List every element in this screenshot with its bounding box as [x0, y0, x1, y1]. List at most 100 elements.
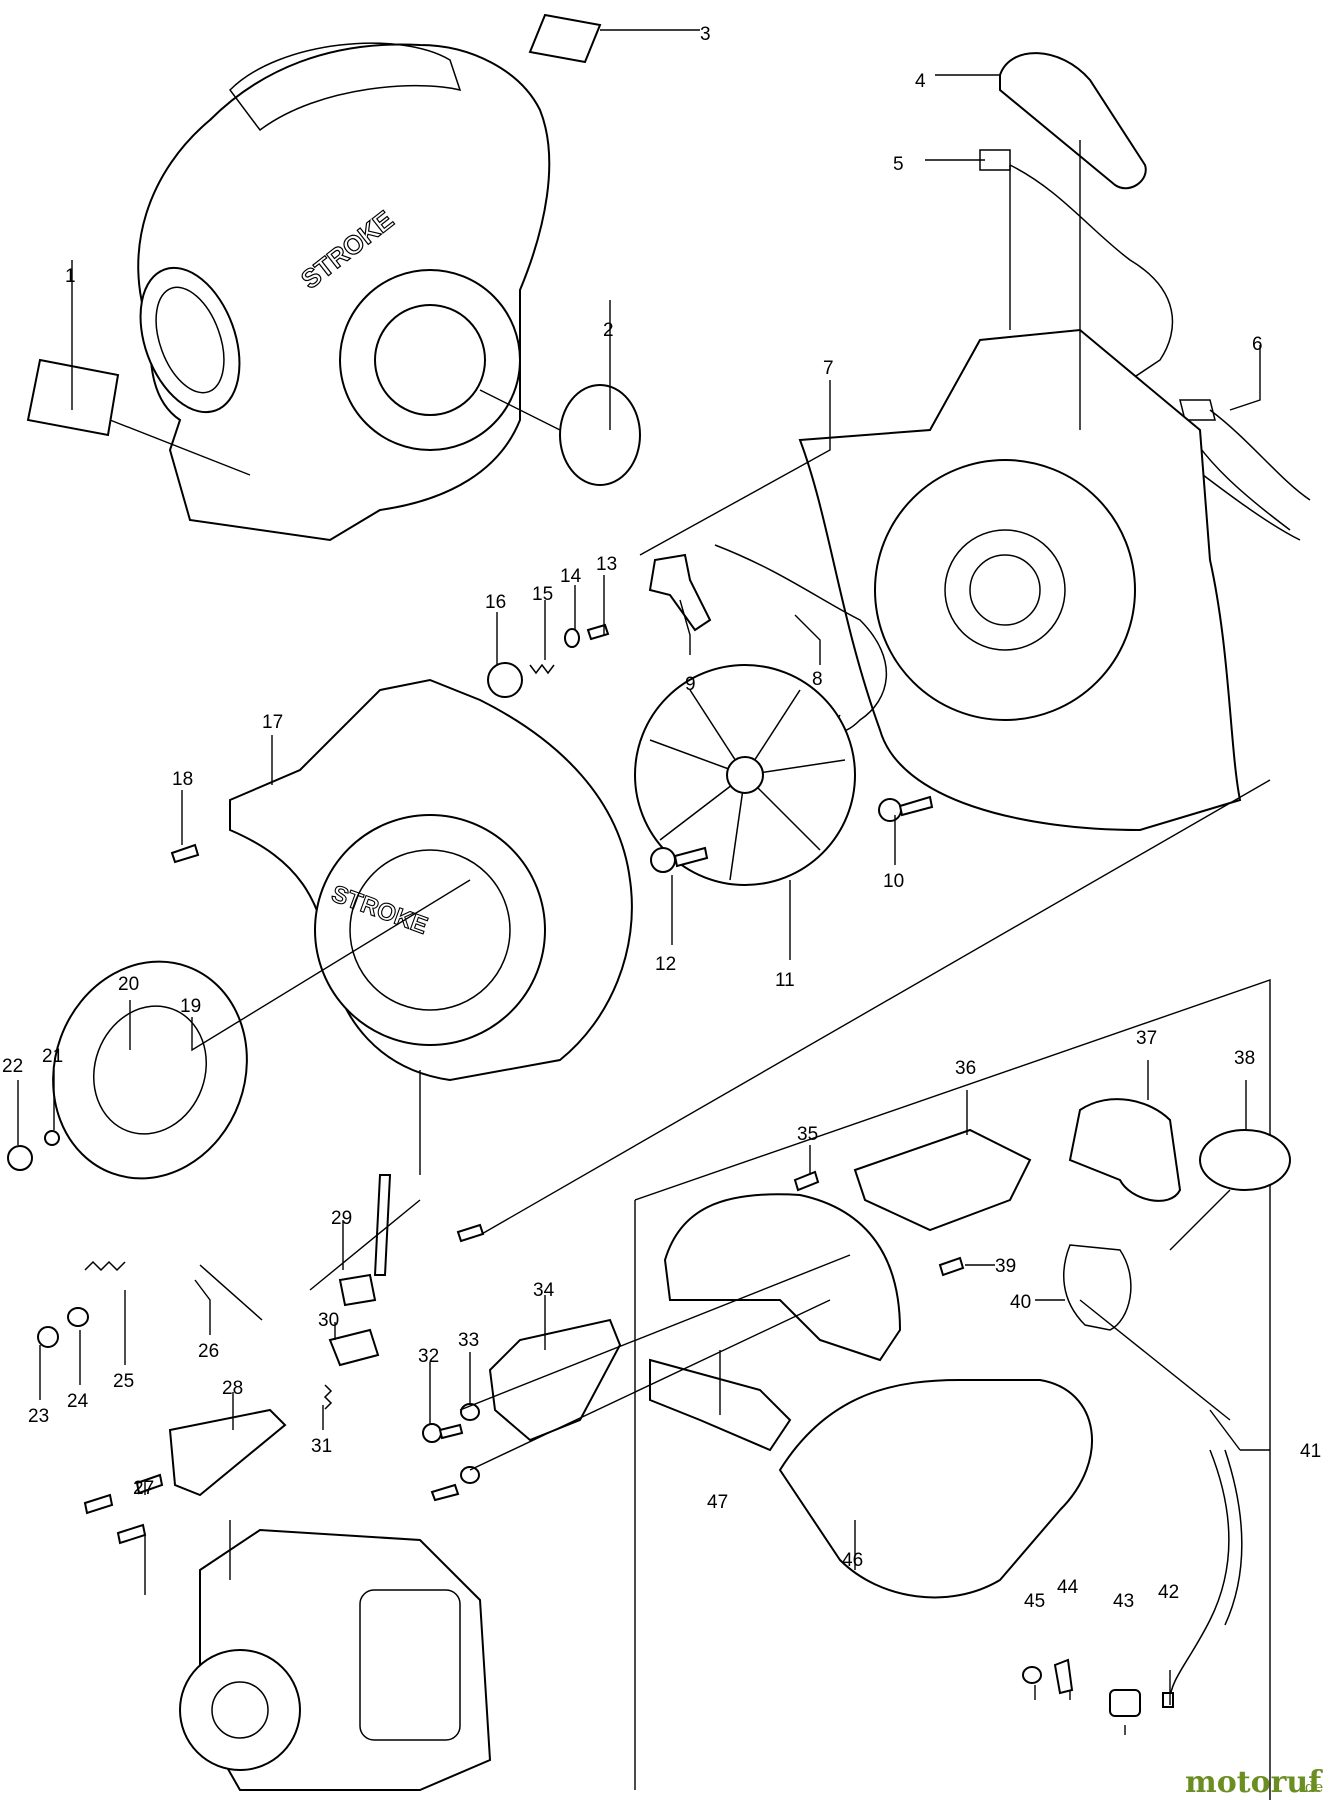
label-1: 1	[65, 266, 76, 287]
label-2: 2	[603, 320, 614, 341]
label-36: 36	[955, 1058, 976, 1079]
bolt-32-drawing	[422, 1423, 464, 1443]
bolt-10-drawing	[878, 795, 934, 822]
label-13: 13	[596, 554, 617, 575]
cylinder-cover-drawing	[663, 1193, 902, 1362]
filter-43-drawing	[1109, 1689, 1141, 1717]
label-16: 16	[485, 592, 506, 613]
gasket-40-drawing	[1063, 1244, 1132, 1331]
bolt-front-housing-drawing	[456, 1223, 485, 1243]
label-17: 17	[262, 712, 283, 733]
part-labels: 1 2 3 4 5 6 7 8 9 10 11 12 13 14 15 16 1…	[2, 24, 1321, 1612]
subassembly-outline	[634, 979, 1271, 1800]
label-5: 5	[893, 154, 904, 175]
lever-9-drawing	[648, 553, 712, 632]
label-22: 22	[2, 1056, 23, 1077]
label-21: 21	[42, 1046, 63, 1067]
label-14: 14	[560, 566, 582, 587]
label-15: 15	[532, 584, 553, 605]
label-20: 20	[118, 974, 139, 995]
cover-37-drawing	[1068, 1098, 1182, 1202]
shield-34-drawing	[488, 1318, 622, 1442]
label-34: 34	[533, 1280, 555, 1301]
label-31: 31	[311, 1436, 332, 1457]
label-32: 32	[418, 1346, 439, 1367]
label-29: 29	[331, 1208, 352, 1229]
decal-1-drawing	[26, 358, 120, 437]
bracket-29-drawing	[338, 1174, 392, 1307]
fuel-line-41-drawing	[1169, 1449, 1243, 1701]
watermark-suffix: .de	[1300, 1778, 1323, 1796]
leader-lines	[17, 29, 1271, 1735]
label-7: 7	[823, 358, 834, 379]
linkage-28-drawing	[168, 1408, 287, 1497]
label-38: 38	[1234, 1048, 1255, 1069]
washer-21-drawing	[44, 1130, 60, 1146]
label-23: 23	[28, 1406, 49, 1427]
watermark-logo: motoruf .de	[1185, 1765, 1323, 1800]
label-26: 26	[198, 1341, 219, 1362]
bolt-39-drawing	[938, 1256, 965, 1277]
label-35: 35	[797, 1124, 818, 1145]
label-47: 47	[707, 1492, 728, 1513]
label-46: 46	[842, 1550, 863, 1571]
label-45: 45	[1024, 1591, 1045, 1612]
label-40: 40	[1010, 1292, 1031, 1313]
watermark-main: motoruf	[1185, 1765, 1323, 1800]
label-37: 37	[1136, 1028, 1157, 1049]
label-8: 8	[812, 669, 823, 690]
fitting-42-drawing	[1162, 1692, 1174, 1708]
washer-14-drawing	[564, 628, 580, 648]
label-24: 24	[67, 1391, 89, 1412]
engine-drawing	[179, 1528, 492, 1791]
grip-4-drawing	[999, 52, 1147, 190]
label-43: 43	[1113, 1591, 1134, 1612]
label-44: 44	[1057, 1577, 1079, 1598]
screw-13-drawing	[586, 623, 610, 641]
seal-2-drawing	[559, 384, 641, 486]
label-18: 18	[172, 769, 193, 790]
label-27: 27	[133, 1478, 154, 1499]
label-10: 10	[883, 871, 904, 892]
bolt-44-drawing	[1053, 1658, 1074, 1695]
washer-24-drawing	[67, 1307, 89, 1327]
label-42: 42	[1158, 1582, 1179, 1603]
washer-45-drawing	[1022, 1666, 1042, 1684]
label-4: 4	[915, 71, 926, 92]
label-25: 25	[113, 1371, 134, 1392]
label-6: 6	[1252, 334, 1263, 355]
bolt-34b-drawing	[430, 1466, 480, 1502]
label-19: 19	[180, 996, 201, 1017]
bolt-35-drawing	[793, 1170, 820, 1192]
label-41: 41	[1300, 1441, 1321, 1462]
decal-3-drawing	[528, 13, 602, 64]
label-12: 12	[655, 954, 676, 975]
spring-25-drawing	[84, 1260, 126, 1272]
screw-22-drawing	[7, 1145, 33, 1171]
knob-16-drawing	[487, 662, 523, 698]
label-11: 11	[775, 970, 795, 991]
spring-31-drawing	[323, 1384, 333, 1410]
bolt-18-drawing	[170, 843, 200, 864]
label-33: 33	[458, 1330, 479, 1351]
fuel-cap-38-drawing	[1199, 1129, 1291, 1191]
label-9: 9	[685, 674, 696, 695]
label-28: 28	[222, 1378, 243, 1399]
rear-housing-7-drawing	[798, 328, 1242, 832]
label-39: 39	[995, 1256, 1016, 1277]
spring-26-drawing	[199, 1264, 263, 1321]
cover-36-drawing	[853, 1128, 1032, 1232]
blower-assembly-drawing: STROKE	[137, 42, 551, 542]
bolt-23-drawing	[37, 1326, 59, 1348]
wire-harness-6-drawing	[1169, 399, 1311, 541]
part-30-drawing	[328, 1328, 380, 1367]
fuel-tank-46-drawing	[778, 1379, 1093, 1599]
label-3: 3	[700, 24, 711, 45]
front-housing-17-drawing: STROKE	[229, 678, 633, 1082]
bolt-12-drawing	[650, 846, 709, 873]
spring-15-drawing	[529, 663, 555, 675]
label-30: 30	[318, 1310, 339, 1331]
recoil-starter-20-drawing	[52, 960, 248, 1180]
fan-11-drawing	[634, 664, 856, 886]
